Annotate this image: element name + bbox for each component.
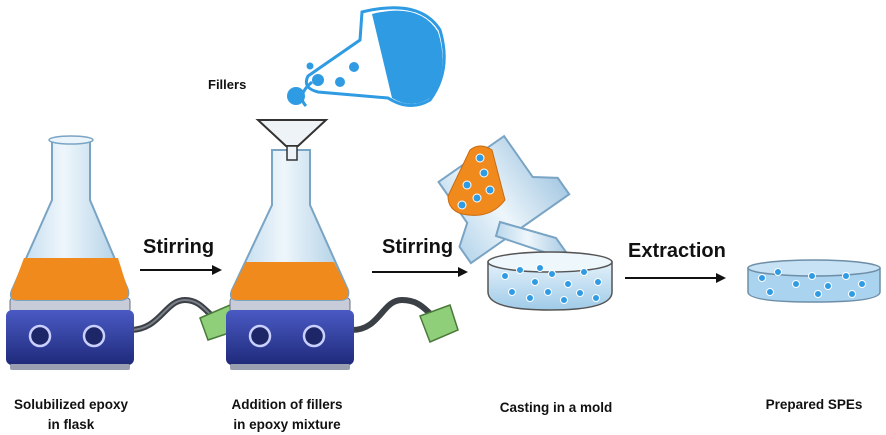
casting-mold-rim bbox=[487, 251, 613, 273]
pouring-flask-fill bbox=[372, 10, 443, 105]
arrow-2 bbox=[372, 267, 468, 277]
fillers-label: Fillers bbox=[208, 77, 247, 92]
filler-source-flask bbox=[287, 6, 446, 108]
pouring-flask-neck bbox=[494, 220, 568, 258]
stirrer-2-knob-left bbox=[248, 324, 272, 348]
magnetic-stirrer-2 bbox=[226, 310, 354, 365]
filler-particle bbox=[349, 62, 359, 72]
step3-setup bbox=[437, 134, 613, 311]
arrow-3 bbox=[625, 273, 726, 283]
epoxy-with-fillers-flask bbox=[447, 145, 506, 216]
step1-caption-line1: Solubilized epoxy bbox=[13, 397, 129, 412]
step1-caption-line2: in flask bbox=[47, 417, 95, 432]
step2-caption: Addition of fillers in epoxy mixture bbox=[212, 395, 362, 435]
magnetic-stirrer-1-foot bbox=[10, 364, 130, 370]
flask-1-rim bbox=[48, 135, 94, 145]
stirrer-1-knob-left bbox=[28, 324, 52, 348]
magnetic-stirrer-2-foot bbox=[230, 364, 350, 370]
stirring-label-1: Stirring bbox=[143, 236, 215, 258]
stirrer-2-knob-right bbox=[302, 324, 326, 348]
step4-caption: Prepared SPEs bbox=[765, 397, 863, 412]
filler-particle bbox=[335, 77, 345, 87]
epoxy-liquid-1 bbox=[10, 258, 129, 300]
step2-caption-line1: Addition of fillers bbox=[231, 397, 343, 412]
step1-setup bbox=[6, 135, 239, 370]
funnel-stem bbox=[286, 145, 298, 161]
spe-filler-particles bbox=[758, 268, 866, 298]
epoxy-liquid-2 bbox=[230, 262, 349, 300]
funnel bbox=[255, 119, 329, 147]
filler-particle bbox=[287, 87, 305, 105]
step2-caption-line2: in epoxy mixture bbox=[233, 417, 341, 432]
extraction-label: Extraction bbox=[628, 240, 726, 262]
step2-setup bbox=[226, 119, 459, 370]
magnetic-stirrer-1 bbox=[6, 310, 134, 365]
stirrer-1-knob-right bbox=[82, 324, 106, 348]
filler-particle bbox=[306, 62, 314, 70]
step4-result bbox=[747, 259, 881, 303]
power-plug-2 bbox=[419, 304, 459, 343]
step3-caption: Casting in a mold bbox=[499, 400, 613, 415]
mold-filler-particles bbox=[501, 264, 602, 304]
filler-particle bbox=[312, 74, 324, 86]
arrow-1 bbox=[140, 265, 222, 275]
step1-caption: Solubilized epoxy in flask bbox=[6, 395, 136, 435]
stirring-label-2: Stirring bbox=[382, 236, 454, 258]
